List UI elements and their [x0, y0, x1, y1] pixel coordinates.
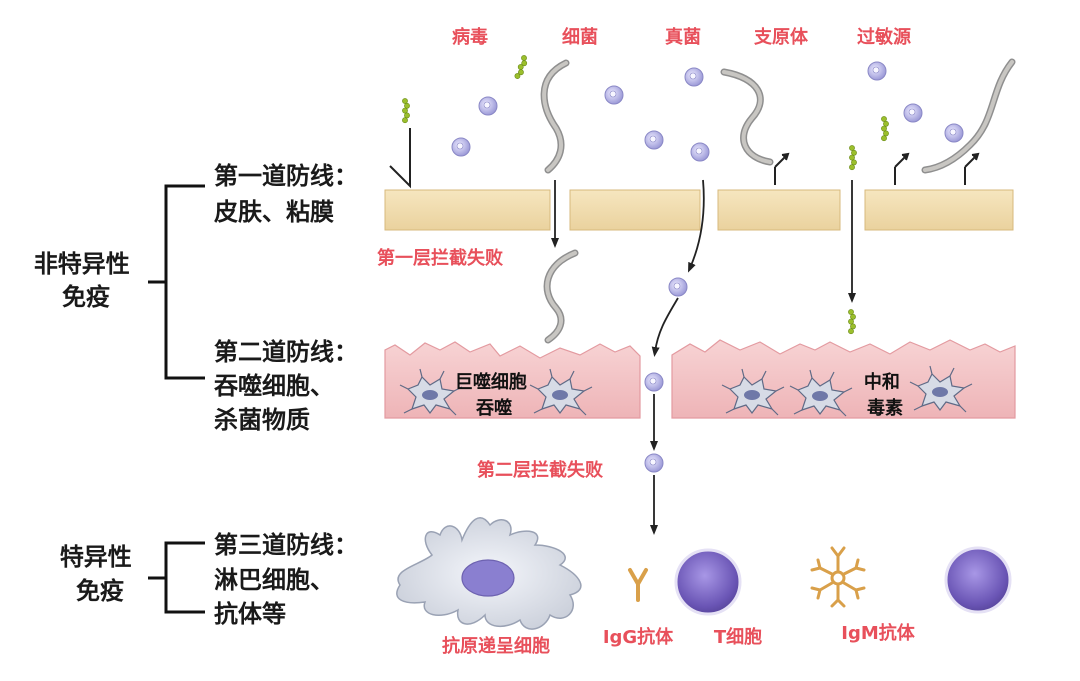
second-line-desc1: 吞噬细胞、	[214, 372, 334, 400]
label-fungus: 真菌	[665, 26, 701, 48]
macrophage-label: 巨噬细胞 吞噬	[455, 371, 533, 419]
specific-immunity-label: 特异性 免疫	[60, 543, 140, 605]
neutralize-line2: 毒素	[867, 397, 903, 419]
igm-antibody	[810, 546, 866, 608]
pathogen-microbes	[451, 61, 964, 162]
third-line-desc1: 淋巴细胞、	[214, 566, 334, 594]
passed-pathogens-2	[644, 372, 664, 535]
second-line-desc2: 杀菌物质	[214, 406, 310, 434]
specific-line2: 免疫	[76, 577, 124, 605]
first-line-title: 第一道防线：	[214, 162, 358, 190]
specific-line1: 特异性	[60, 543, 132, 571]
passed-pathogens-1	[543, 249, 856, 357]
label-apc: 抗原递呈细胞	[442, 635, 550, 657]
nonspecific-immunity-label: 非特异性 免疫	[34, 250, 138, 311]
second-barrier-fail: 第二层拦截失败	[477, 459, 603, 481]
label-virus: 病毒	[452, 26, 488, 48]
neutralize-line1: 中和	[864, 371, 900, 393]
third-line-desc2: 抗体等	[214, 600, 286, 628]
t-cell	[674, 548, 742, 616]
second-line-title: 第二道防线：	[214, 338, 358, 366]
first-barrier-fail: 第一层拦截失败	[377, 247, 503, 269]
macrophage-line2: 吞噬	[476, 397, 512, 419]
skin-barrier	[384, 189, 1014, 231]
neutralize-label: 中和 毒素	[864, 371, 906, 419]
specific-bracket	[148, 541, 205, 614]
label-igm: IgM抗体	[841, 622, 915, 644]
label-allergen: 过敏源	[857, 26, 911, 48]
first-line-label: 第一道防线： 皮肤、粘膜	[214, 162, 366, 226]
label-bacteria: 细菌	[562, 26, 598, 48]
skin-block-markers	[389, 128, 979, 189]
pathogen-worms	[540, 58, 1016, 174]
penetration-arrows	[551, 179, 856, 303]
nonspecific-bracket	[148, 184, 205, 380]
antigen-presenting-cell	[396, 517, 582, 630]
label-mycoplasma: 支原体	[753, 26, 809, 48]
label-igg: IgG抗体	[603, 626, 674, 648]
macrophage-line1: 巨噬细胞	[455, 371, 527, 393]
b-cell	[944, 546, 1012, 614]
first-line-desc: 皮肤、粘膜	[214, 198, 334, 226]
third-line-label: 第三道防线： 淋巴细胞、 抗体等	[214, 531, 366, 628]
nonspecific-line2: 免疫	[62, 283, 110, 311]
label-tcell: T细胞	[714, 626, 762, 648]
third-line-title: 第三道防线：	[214, 531, 358, 559]
nonspecific-line1: 非特异性	[34, 250, 130, 278]
pathogen-chains	[402, 54, 889, 171]
second-line-label: 第二道防线： 吞噬细胞、 杀菌物质	[214, 338, 366, 434]
igg-antibody	[628, 568, 648, 602]
